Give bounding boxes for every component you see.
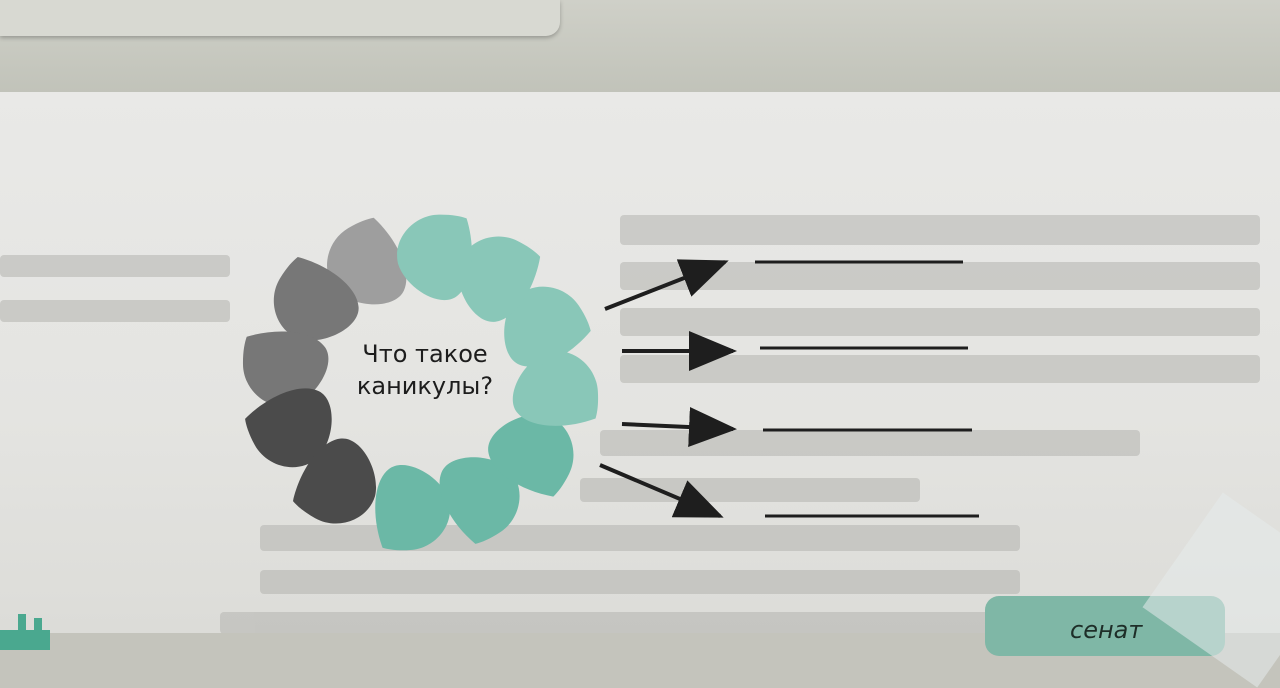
teal-corner-ornament — [0, 614, 50, 650]
mindmap-diagram — [242, 214, 979, 551]
petal-ring — [242, 214, 599, 551]
device-edge — [0, 0, 560, 36]
petal-11 — [457, 236, 541, 322]
answer-arrows — [599, 259, 737, 518]
question-line-2: каникулы? — [356, 372, 494, 400]
petal-1 — [327, 217, 407, 305]
arrow-4 — [599, 463, 724, 518]
arrow-3 — [621, 407, 737, 447]
petal-6 — [375, 465, 450, 551]
petal-10 — [504, 286, 591, 367]
bleed-through-text — [0, 0, 1280, 633]
petal-7 — [439, 457, 520, 544]
petal-9 — [512, 351, 599, 426]
petal-8 — [488, 414, 574, 497]
petal-4 — [245, 388, 332, 468]
petal-3 — [242, 331, 329, 407]
petal-2 — [273, 256, 359, 341]
section-tag-label: сенат — [1070, 616, 1143, 644]
petal-12 — [397, 214, 472, 301]
arrow-1 — [604, 259, 729, 311]
question-line-1: Что такое — [362, 340, 488, 368]
petal-5 — [293, 438, 377, 524]
center-question: Что такое каникулы? — [330, 338, 520, 402]
answer-lines — [755, 260, 979, 518]
